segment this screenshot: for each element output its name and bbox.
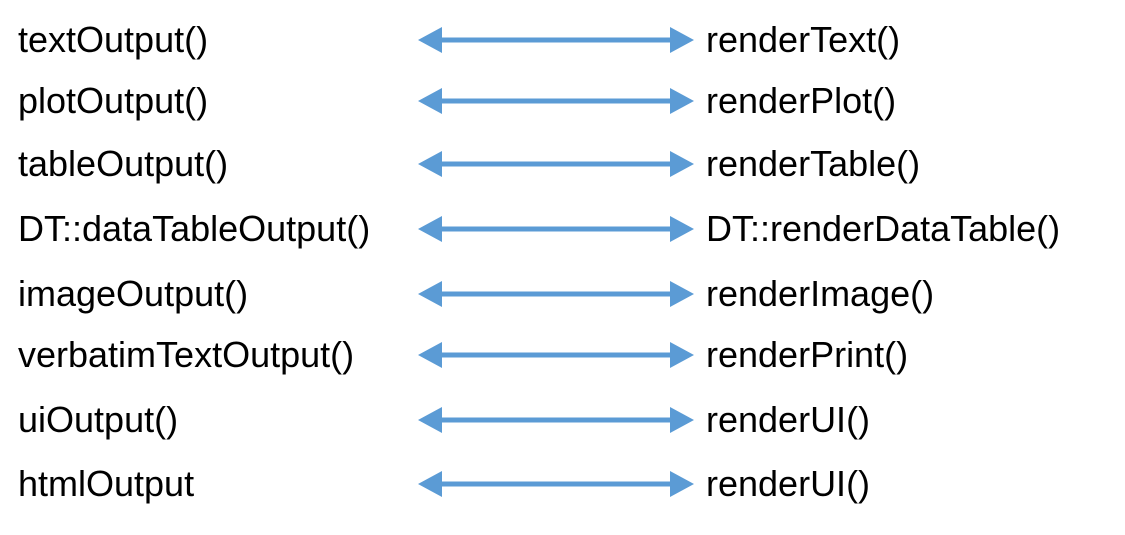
double-arrow-icon <box>418 342 694 368</box>
mapping-row: htmlOutput renderUI() <box>0 454 1125 514</box>
render-function-label: renderText() <box>706 19 901 60</box>
output-function-label: uiOutput() <box>18 399 179 440</box>
double-arrow-icon <box>418 88 694 114</box>
render-function-label: renderPrint() <box>706 334 909 375</box>
render-function-label: renderPlot() <box>706 80 897 121</box>
render-function-label: renderTable() <box>706 143 921 184</box>
double-arrow-icon <box>418 216 694 242</box>
double-arrow-icon <box>418 281 694 307</box>
output-function-label: imageOutput() <box>18 273 249 314</box>
double-arrow-icon <box>418 27 694 53</box>
output-function-label: plotOutput() <box>18 80 209 121</box>
render-function-label: DT::renderDataTable() <box>706 208 1061 249</box>
output-function-label: textOutput() <box>18 19 209 60</box>
double-arrow-icon <box>418 151 694 177</box>
render-function-label: renderUI() <box>706 399 871 440</box>
output-function-label: verbatimTextOutput() <box>18 334 355 375</box>
output-function-label: DT::dataTableOutput() <box>18 208 371 249</box>
double-arrow-icon <box>418 407 694 433</box>
output-function-label: htmlOutput <box>18 463 195 504</box>
render-function-label: renderUI() <box>706 463 871 504</box>
render-function-label: renderImage() <box>706 273 935 314</box>
mapping-row: tableOutput() renderTable() <box>0 134 1125 194</box>
mapping-row: DT::dataTableOutput() DT::renderDataTabl… <box>0 199 1125 259</box>
output-function-label: tableOutput() <box>18 143 229 184</box>
double-arrow-icon <box>418 471 694 497</box>
mapping-row: imageOutput() renderImage() <box>0 264 1125 324</box>
mapping-row: plotOutput() renderPlot() <box>0 71 1125 131</box>
mapping-row: uiOutput() renderUI() <box>0 390 1125 450</box>
mapping-row: verbatimTextOutput() renderPrint() <box>0 325 1125 385</box>
mapping-row: textOutput() renderText() <box>0 10 1125 70</box>
